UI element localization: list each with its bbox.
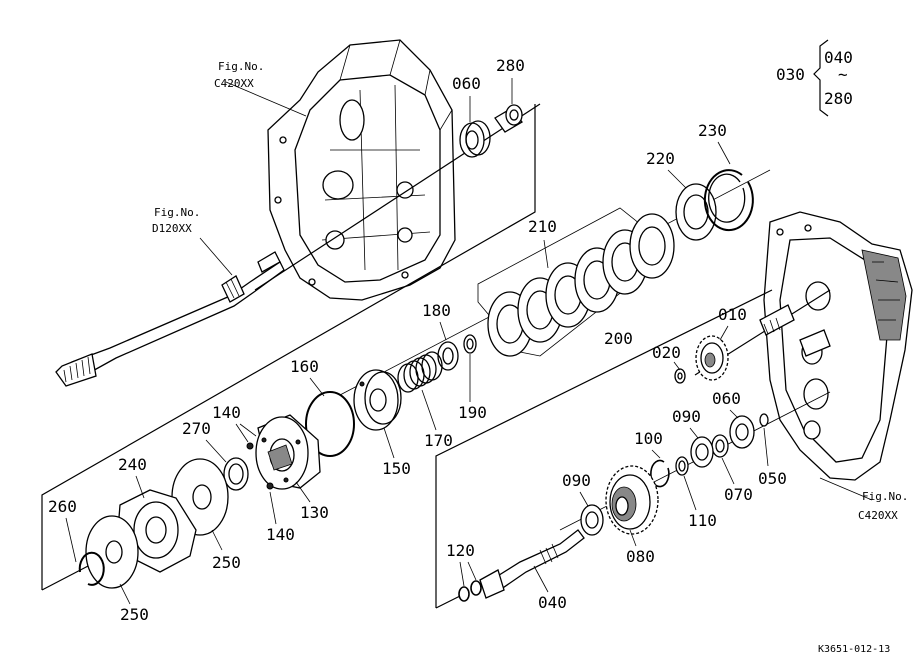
- label-250-mid: 250: [212, 553, 241, 572]
- pins-140[interactable]: [246, 442, 274, 490]
- ring-180[interactable]: [437, 341, 459, 371]
- label-200: 200: [604, 329, 633, 348]
- plate-220[interactable]: [675, 183, 717, 241]
- label-170: 170: [424, 431, 453, 450]
- label-140-lower: 140: [266, 525, 295, 544]
- right-fig-leader: [819, 477, 873, 501]
- right-fig-code: C420XX: [858, 509, 898, 522]
- bearing-090-upper[interactable]: [690, 436, 714, 468]
- label-280-upper: 280: [496, 56, 525, 75]
- label-130: 130: [300, 503, 329, 522]
- axis-upper: [254, 103, 541, 291]
- range-brace: [813, 39, 829, 117]
- circlip-260[interactable]: [78, 551, 105, 586]
- label-260: 260: [48, 497, 77, 516]
- ring-110[interactable]: [675, 456, 689, 476]
- output-shaft-040[interactable]: [479, 529, 585, 599]
- o-ring-160[interactable]: [305, 391, 355, 457]
- label-040: 040: [538, 593, 567, 612]
- label-040-range: 040: [824, 48, 853, 67]
- clutch-drum-130[interactable]: [255, 414, 321, 490]
- bearing-090-lower[interactable]: [580, 504, 604, 536]
- bearing-060-upper[interactable]: [459, 120, 491, 158]
- bushing-280[interactable]: [494, 104, 523, 133]
- label-100: 100: [634, 429, 663, 448]
- snap-ring-230[interactable]: [703, 169, 754, 232]
- input-shaft[interactable]: [55, 251, 285, 387]
- right-fig-caption: Fig.No.: [862, 490, 908, 503]
- label-090-lower: 090: [562, 471, 591, 490]
- label-010: 010: [718, 305, 747, 324]
- label-180: 180: [422, 301, 451, 320]
- ring-270[interactable]: [223, 457, 249, 491]
- ring-190[interactable]: [463, 334, 477, 354]
- top-fig-caption: Fig.No.: [218, 60, 264, 73]
- shaft-010[interactable]: [759, 304, 831, 357]
- top-fig-leader: [225, 81, 307, 117]
- mid-fig-caption: Fig.No.: [154, 206, 200, 219]
- assembly-frame-left: [41, 104, 536, 590]
- label-120: 120: [446, 541, 475, 560]
- left-housing[interactable]: [267, 39, 456, 301]
- clutch-plate-stack[interactable]: [487, 213, 675, 357]
- right-housing[interactable]: [763, 211, 913, 481]
- piston-150[interactable]: [353, 369, 402, 431]
- label-280-range: 280: [824, 89, 853, 108]
- mid-fig-leader: [199, 237, 233, 276]
- label-080: 080: [626, 547, 655, 566]
- label-030: 030: [776, 65, 805, 84]
- bearing-060-right[interactable]: [729, 415, 755, 449]
- label-160: 160: [290, 357, 319, 376]
- spring-170[interactable]: [397, 351, 443, 393]
- label-060-upper: 060: [452, 74, 481, 93]
- label-070: 070: [724, 485, 753, 504]
- label-190: 190: [458, 403, 487, 422]
- label-020: 020: [652, 343, 681, 362]
- label-250-low: 250: [120, 605, 149, 624]
- ring-020[interactable]: [674, 368, 686, 384]
- label-210: 210: [528, 217, 557, 236]
- drawing-code: K3651-012-13: [818, 644, 890, 655]
- label-230: 230: [698, 121, 727, 140]
- rings-120[interactable]: [458, 580, 482, 602]
- collar-070[interactable]: [711, 434, 729, 458]
- assembly-frame-right: [435, 289, 773, 608]
- washer-250-low[interactable]: [85, 515, 139, 589]
- label-240: 240: [118, 455, 147, 474]
- label-050: 050: [758, 469, 787, 488]
- label-110: 110: [688, 511, 717, 530]
- gear-080[interactable]: [605, 465, 659, 535]
- mid-fig-code: D120XX: [152, 222, 192, 235]
- ring-050[interactable]: [759, 413, 769, 427]
- range-tilde: ~: [838, 65, 848, 84]
- label-220: 220: [646, 149, 675, 168]
- label-090-upper: 090: [672, 407, 701, 426]
- label-060-right: 060: [712, 389, 741, 408]
- label-270: 270: [182, 419, 211, 438]
- top-fig-code: C420XX: [214, 77, 254, 90]
- label-150: 150: [382, 459, 411, 478]
- label-140-upper: 140: [212, 403, 241, 422]
- gear-010[interactable]: [695, 335, 729, 381]
